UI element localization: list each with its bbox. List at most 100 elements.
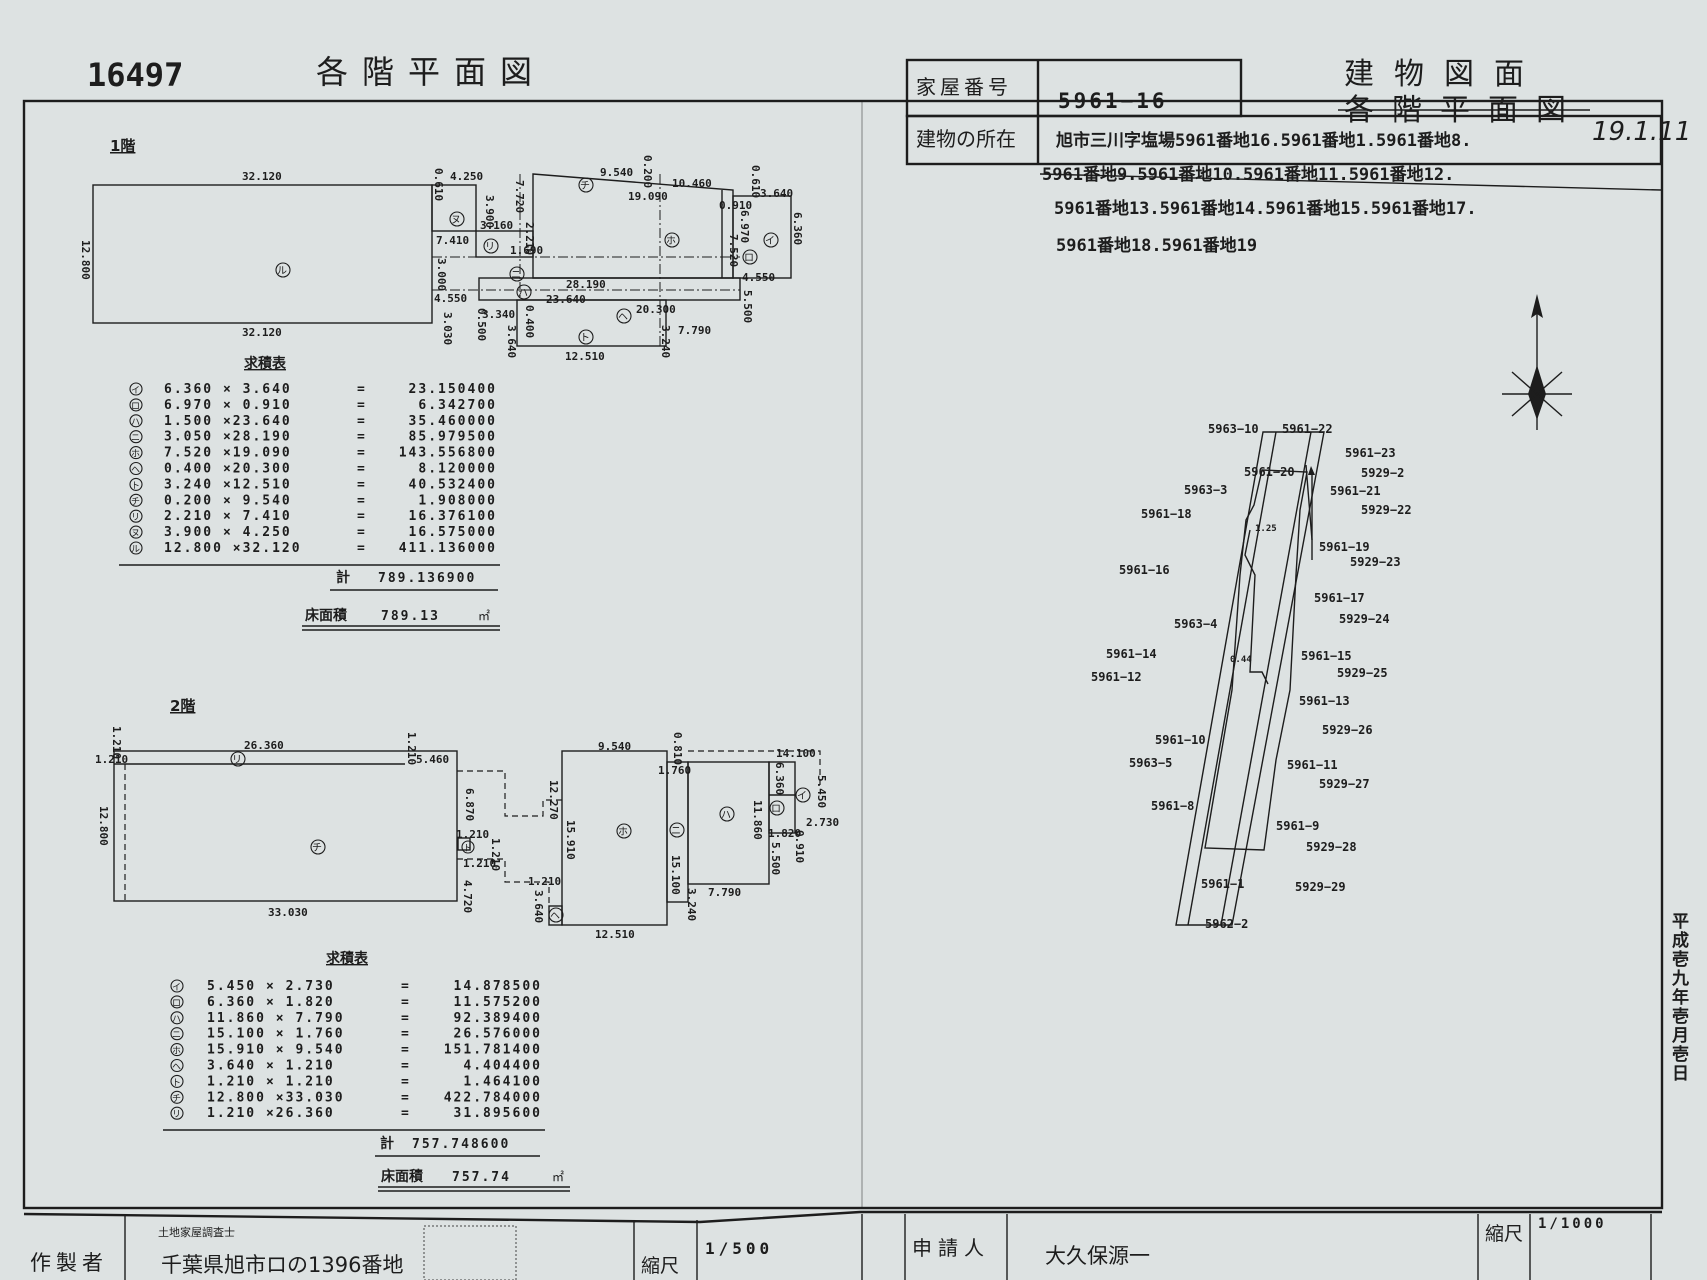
equals-sign: = — [401, 1027, 411, 1042]
dim-label: 7.410 — [436, 234, 469, 247]
dim-label: 0.500 — [475, 308, 488, 341]
parcel-label: 5961−19 — [1319, 540, 1370, 554]
dim-label: 3.000 — [435, 258, 448, 291]
dim-label: 6.970 — [738, 210, 751, 243]
area-mark: チ — [580, 180, 590, 192]
row-mark: ニ — [131, 434, 140, 444]
row-result: 1.464100 — [463, 1074, 542, 1089]
parcel-label: 5961−10 — [1155, 733, 1206, 747]
applicant-label: 申請人 — [912, 1236, 990, 1260]
strike-line — [1039, 173, 1662, 191]
parcel-label: 5929−24 — [1339, 612, 1390, 626]
total-label: 計 — [336, 569, 350, 586]
row-mark-circle — [170, 995, 184, 1009]
area-mark: イ — [797, 791, 807, 802]
dim-label: 2.730 — [806, 816, 839, 829]
area-mark: ホ — [618, 826, 628, 838]
scale-label-1: 縮尺 — [641, 1255, 679, 1277]
parcel-label: 5929−28 — [1306, 840, 1357, 854]
equals-sign: = — [401, 1011, 411, 1026]
row-mark: ホ — [131, 449, 140, 460]
dim-label: 5.450 — [815, 775, 828, 808]
issue-date-vertical: 平成壱九年壱月壱日 — [1668, 912, 1690, 1083]
parcel-label: 5963−4 — [1174, 617, 1217, 631]
dim-label: 19.090 — [628, 190, 668, 203]
scale-2: 1/1000 — [1538, 1216, 1607, 1232]
row-mark: ル — [131, 545, 140, 555]
row-result: 26.576000 — [454, 1027, 542, 1042]
dim-label: 32.120 — [242, 170, 282, 183]
north-arrow-icon — [1502, 294, 1572, 430]
dim-label: 26.360 — [244, 739, 284, 752]
area-mark: ヘ — [618, 312, 628, 323]
row-mark-circle — [129, 461, 143, 476]
dim-label: 4.720 — [461, 880, 474, 913]
dim-label: 3.240 — [685, 888, 698, 921]
dim-label: 12.510 — [565, 350, 605, 363]
row-mark-circle — [129, 477, 143, 491]
dim-label: 23.640 — [546, 293, 586, 306]
parcel-label: 5963−3 — [1184, 483, 1227, 497]
row-mark-circle — [129, 446, 143, 460]
row-mark-circle — [129, 493, 143, 507]
total-label: 計 — [380, 1135, 394, 1152]
dim-label: 1.210 — [489, 838, 502, 871]
handwritten-date: 19.1.11 — [1592, 117, 1691, 147]
row-result: 85.979500 — [409, 430, 497, 445]
row-result: 151.781400 — [444, 1043, 542, 1058]
row-mark-circle — [170, 1043, 184, 1057]
dim-label: 3.240 — [659, 325, 672, 358]
floor2-plan: 2階 26.360 1.210 1.210 12.800 33.030 1.21… — [95, 697, 839, 941]
title-left: 各階平面図 — [316, 53, 546, 91]
floor-area-label: 床面積 — [305, 607, 348, 624]
equals-sign: = — [357, 541, 367, 556]
surveyor-title: 土地家屋調査士 — [158, 1225, 235, 1239]
equals-sign: = — [401, 1074, 411, 1089]
parcel-label: 5961−23 — [1345, 446, 1396, 460]
equals-sign: = — [401, 1043, 411, 1058]
floor1-label: 1階 — [110, 137, 135, 155]
row-result: 92.389400 — [454, 1011, 542, 1026]
area-mark: イ — [765, 236, 775, 247]
row-mark: ロ — [131, 402, 140, 412]
total-value: 757.748600 — [412, 1137, 510, 1152]
row-expression: 1.210 ×26.360 — [207, 1106, 335, 1121]
dim-label: 15.100 — [669, 855, 682, 895]
dim-label: 12.800 — [79, 240, 92, 280]
row-result: 31.895600 — [454, 1106, 542, 1121]
row-expression: 3.240 ×12.510 — [164, 477, 292, 492]
area-mark: ロ — [771, 804, 781, 815]
row-mark-circle — [129, 414, 143, 428]
parcel-label: 5961−17 — [1314, 591, 1365, 605]
dim-label: 20.300 — [636, 303, 676, 316]
dim-label: 1.760 — [658, 764, 691, 777]
dim-label: 0.610 — [749, 165, 762, 198]
area-mark: ニ — [671, 826, 681, 837]
equals-sign: = — [401, 1059, 411, 1074]
parcel-label: 5961−11 — [1287, 758, 1338, 772]
parcel-label: 5929−23 — [1350, 555, 1401, 569]
equals-sign: = — [357, 446, 367, 461]
table-title: 求積表 — [244, 355, 287, 372]
location-line-2-struck: 5961番地9.5961番地10.5961番地11.5961番地12. — [1042, 164, 1454, 185]
floor-area-label: 床面積 — [381, 1168, 424, 1185]
equals-sign: = — [357, 398, 367, 413]
dim-label: 1.210 — [405, 732, 418, 765]
seal-stamp — [423, 1225, 517, 1280]
equals-sign: = — [401, 979, 411, 994]
dim-label: 0.910 — [719, 199, 752, 212]
row-mark: リ — [172, 1110, 181, 1120]
row-mark-circle — [129, 430, 143, 444]
row-expression: 2.210 × 7.410 — [164, 509, 292, 524]
dim-label: 0.910 — [793, 830, 806, 863]
row-mark-circle — [170, 1058, 184, 1073]
dim-label: 3.640 — [505, 325, 518, 358]
equals-sign: = — [401, 1090, 411, 1105]
title-right: 建物図面 — [1344, 57, 1544, 92]
parcel-label: 5961−22 — [1282, 422, 1333, 436]
dim-label: 11.860 — [751, 800, 764, 840]
dim-label: 12.800 — [97, 806, 110, 846]
